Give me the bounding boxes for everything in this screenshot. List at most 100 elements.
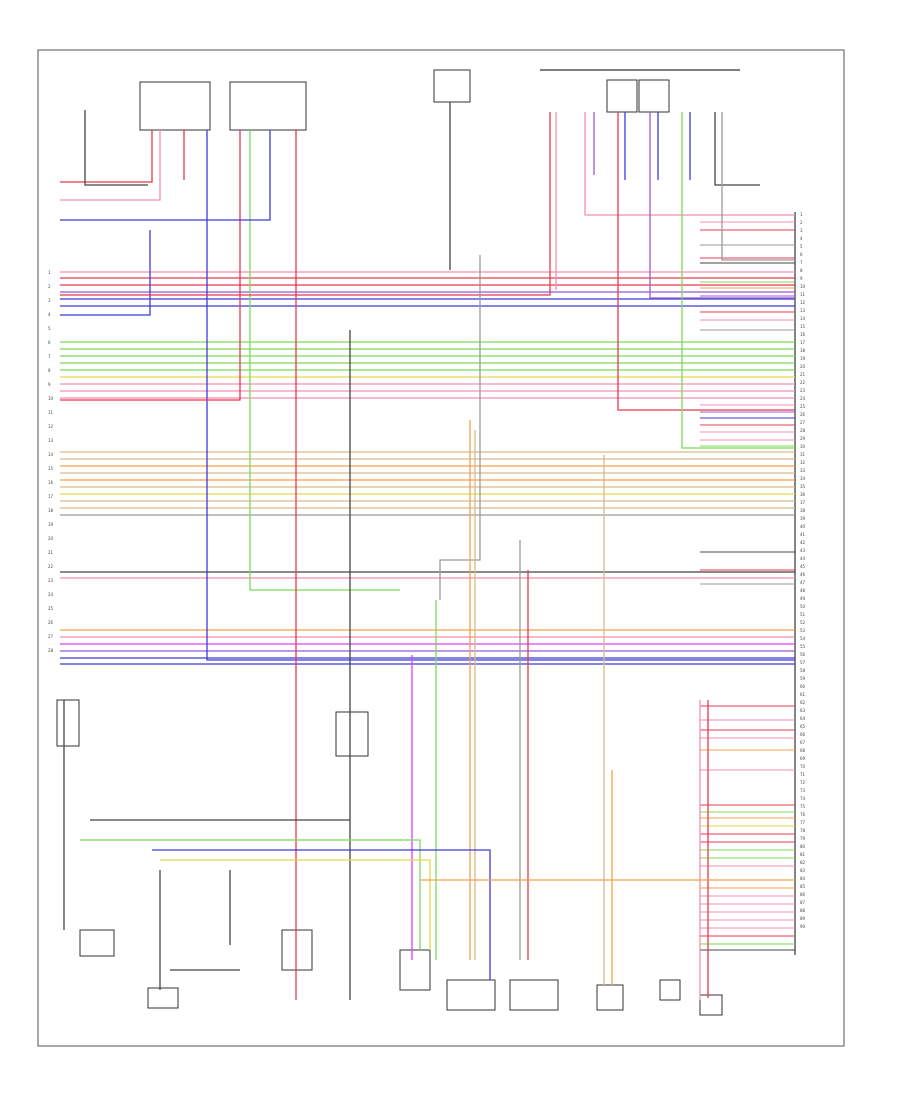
left-pin-8: 8 bbox=[48, 368, 51, 373]
right-pin-21: 21 bbox=[800, 372, 806, 377]
wire-96 bbox=[649, 112, 795, 299]
right-pin-7: 7 bbox=[800, 260, 803, 265]
connector-ect bbox=[596, 984, 624, 1011]
right-pin-60: 60 bbox=[800, 684, 806, 689]
right-pin-62: 62 bbox=[800, 700, 806, 705]
fuse-box-1 bbox=[606, 79, 638, 113]
component-group bbox=[56, 69, 796, 1016]
neutral-switch-box bbox=[56, 699, 80, 747]
left-pin-17: 17 bbox=[48, 494, 54, 499]
right-pin-68: 68 bbox=[800, 748, 806, 753]
wire-group bbox=[60, 102, 795, 1000]
right-pin-71: 71 bbox=[800, 772, 806, 777]
right-pin-70: 70 bbox=[800, 764, 806, 769]
right-pin-58: 58 bbox=[800, 668, 806, 673]
right-pin-50: 50 bbox=[800, 604, 806, 609]
right-pin-73: 73 bbox=[800, 788, 806, 793]
right-pin-labels: 1234567891011121314151617181920212223242… bbox=[800, 212, 806, 929]
right-pin-82: 82 bbox=[800, 860, 806, 865]
wire-89 bbox=[84, 110, 148, 186]
right-pin-11: 11 bbox=[800, 292, 806, 297]
right-pin-61: 61 bbox=[800, 692, 806, 697]
left-pin-16: 16 bbox=[48, 480, 54, 485]
right-pin-63: 63 bbox=[800, 708, 806, 713]
connector-left-b bbox=[147, 987, 179, 1009]
wire-101 bbox=[721, 112, 795, 261]
right-pin-86: 86 bbox=[800, 892, 806, 897]
left-pin-4: 4 bbox=[48, 312, 51, 317]
right-pin-56: 56 bbox=[800, 652, 806, 657]
right-pin-6: 6 bbox=[800, 252, 803, 257]
wire-103 bbox=[439, 255, 481, 600]
right-pin-1: 1 bbox=[800, 212, 803, 217]
right-pin-69: 69 bbox=[800, 756, 806, 761]
right-pin-52: 52 bbox=[800, 620, 806, 625]
right-pin-67: 67 bbox=[800, 740, 806, 745]
right-pin-37: 37 bbox=[800, 500, 806, 505]
left-pin-20: 20 bbox=[48, 536, 54, 541]
left-pin-25: 25 bbox=[48, 606, 54, 611]
diagram-border bbox=[37, 49, 845, 1047]
fuse-box-2 bbox=[638, 79, 670, 113]
left-pin-24: 24 bbox=[48, 592, 54, 597]
right-pin-74: 74 bbox=[800, 796, 806, 801]
left-pin-12: 12 bbox=[48, 424, 54, 429]
right-pin-66: 66 bbox=[800, 732, 806, 737]
right-pin-4: 4 bbox=[800, 236, 803, 241]
left-pin-5: 5 bbox=[48, 326, 51, 331]
right-pin-87: 87 bbox=[800, 900, 806, 905]
right-pin-23: 23 bbox=[800, 388, 806, 393]
left-pin-7: 7 bbox=[48, 354, 51, 359]
right-pin-48: 48 bbox=[800, 588, 806, 593]
right-pin-20: 20 bbox=[800, 364, 806, 369]
connector-tps bbox=[509, 979, 559, 1011]
connector-ground-b bbox=[699, 994, 723, 1016]
wire-98 bbox=[681, 112, 795, 449]
connector-relay bbox=[281, 929, 313, 971]
right-pin-79: 79 bbox=[800, 836, 806, 841]
right-pin-77: 77 bbox=[800, 820, 806, 825]
ac-switch-assembly-1 bbox=[139, 81, 211, 131]
right-pin-72: 72 bbox=[800, 780, 806, 785]
right-pin-27: 27 bbox=[800, 420, 806, 425]
wire-88 bbox=[60, 230, 151, 316]
ac-switch-assembly-2 bbox=[229, 81, 307, 131]
right-pin-32: 32 bbox=[800, 460, 806, 465]
right-pin-16: 16 bbox=[800, 332, 806, 337]
wire-92 bbox=[584, 112, 795, 216]
left-pin-9: 9 bbox=[48, 382, 51, 387]
right-pin-51: 51 bbox=[800, 612, 806, 617]
left-pin-2: 2 bbox=[48, 284, 51, 289]
right-pin-76: 76 bbox=[800, 812, 806, 817]
right-pin-28: 28 bbox=[800, 428, 806, 433]
right-pin-17: 17 bbox=[800, 340, 806, 345]
wire-117 bbox=[80, 839, 421, 950]
right-pin-45: 45 bbox=[800, 564, 806, 569]
left-pin-15: 15 bbox=[48, 466, 54, 471]
right-pin-10: 10 bbox=[800, 284, 806, 289]
connector-vss bbox=[446, 979, 496, 1011]
right-pin-29: 29 bbox=[800, 436, 806, 441]
wire-94 bbox=[617, 112, 795, 411]
right-pin-34: 34 bbox=[800, 476, 806, 481]
left-pin-27: 27 bbox=[48, 634, 54, 639]
right-pin-78: 78 bbox=[800, 828, 806, 833]
wire-81 bbox=[60, 130, 161, 201]
right-pin-12: 12 bbox=[800, 300, 806, 305]
right-pin-88: 88 bbox=[800, 908, 806, 913]
right-pin-59: 59 bbox=[800, 676, 806, 681]
right-pin-85: 85 bbox=[800, 884, 806, 889]
right-pin-5: 5 bbox=[800, 244, 803, 249]
right-pin-18: 18 bbox=[800, 348, 806, 353]
wire-119 bbox=[160, 859, 431, 950]
right-pin-46: 46 bbox=[800, 572, 806, 577]
wire-118 bbox=[152, 849, 491, 980]
right-pin-9: 9 bbox=[800, 276, 803, 281]
right-pin-31: 31 bbox=[800, 452, 806, 457]
right-pin-36: 36 bbox=[800, 492, 806, 497]
right-pin-38: 38 bbox=[800, 508, 806, 513]
connector-center-a bbox=[399, 949, 431, 991]
left-pin-10: 10 bbox=[48, 396, 54, 401]
